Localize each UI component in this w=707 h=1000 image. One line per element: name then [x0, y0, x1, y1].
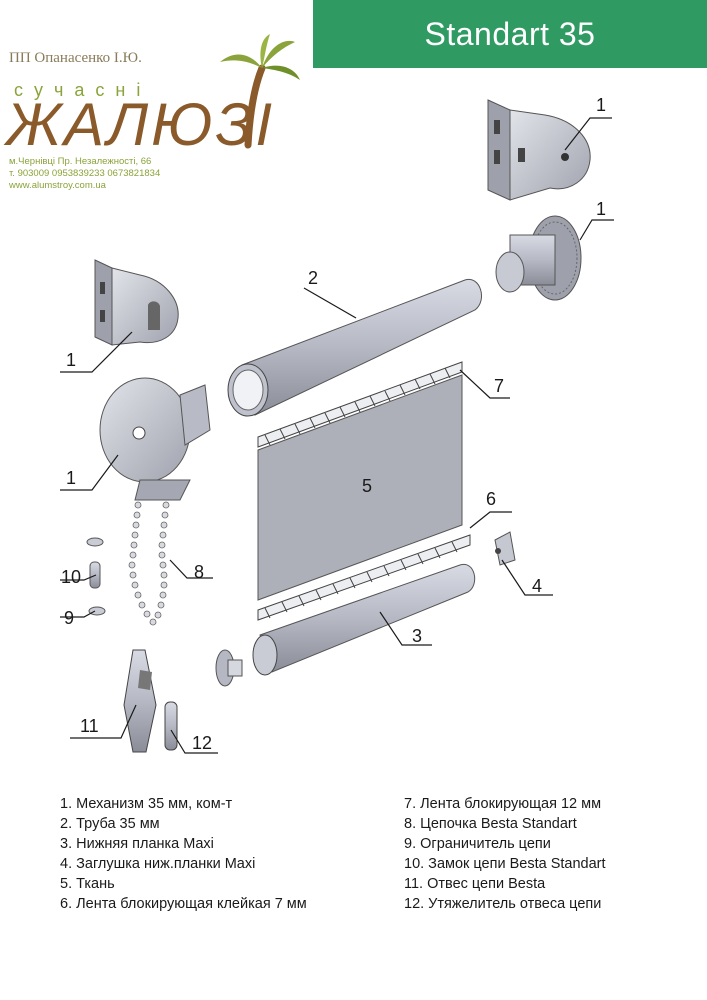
- callout-1-gear: 1: [596, 199, 606, 219]
- company-name: ПП Опанасенко І.Ю.: [9, 50, 142, 66]
- chain-weight: [123, 649, 157, 753]
- callout-4: 4: [532, 576, 542, 596]
- gear-end-cap: [495, 215, 582, 301]
- legend-item: 10. Замок цепи Besta Standart: [404, 856, 606, 872]
- callout-5: 5: [362, 476, 372, 496]
- callout-2: 2: [308, 268, 318, 288]
- title-banner: Standart 35: [313, 0, 707, 68]
- legend-right-column: 7. Лента блокирующая 12 мм 8. Цепочка Be…: [404, 794, 606, 914]
- page-title: Standart 35: [424, 16, 596, 52]
- fabric-panel: [257, 374, 463, 601]
- legend-item: 12. Утяжелитель отвеса цепи: [404, 896, 602, 912]
- bracket-top-right: [487, 99, 591, 201]
- legend-item: 8. Цепочка Besta Standart: [404, 816, 577, 832]
- callout-1-bracket-right: 1: [596, 95, 606, 115]
- roller-tube: [227, 278, 483, 417]
- callout-11: 11: [80, 716, 99, 736]
- rail-end-cap-left: [215, 649, 243, 687]
- legend-left-column: 1. Механизм 35 мм, ком-т 2. Труба 35 мм …: [60, 794, 307, 914]
- bottom-rail: [252, 563, 476, 676]
- legend-item: 6. Лента блокирующая клейкая 7 мм: [60, 896, 307, 912]
- legend-item: 7. Лента блокирующая 12 мм: [404, 796, 602, 812]
- callout-8: 8: [194, 562, 204, 582]
- callout-3: 3: [412, 626, 422, 646]
- callout-1-mechanism: 1: [66, 468, 76, 488]
- rail-end-cap: [494, 531, 516, 566]
- callout-9: 9: [64, 608, 74, 628]
- legend-item: 3. Нижняя планка Maxi: [60, 836, 214, 852]
- logo-tagline: сучасні: [14, 80, 152, 100]
- legend-item: 5. Ткань: [60, 876, 115, 892]
- callout-6: 6: [486, 489, 496, 509]
- callout-7: 7: [494, 376, 504, 396]
- chain-mechanism: [99, 377, 211, 501]
- callout-12: 12: [192, 733, 212, 753]
- legend-item: 11. Отвес цепи Besta: [404, 876, 546, 892]
- bead-chain: [128, 501, 170, 626]
- contact-website: www.alumstroy.com.ua: [9, 180, 106, 191]
- locking-tape-bottom: [257, 534, 471, 621]
- legend-item: 4. Заглушка ниж.планки Maxi: [60, 856, 256, 872]
- legend-item: 1. Механизм 35 мм, ком-т: [60, 796, 233, 812]
- bracket-left: [94, 259, 179, 346]
- contact-phones: т. 903009 0953839233 0673821834: [9, 168, 161, 179]
- callout-10: 10: [61, 567, 81, 587]
- chain-stopper-top: [86, 537, 104, 547]
- legend-item: 2. Труба 35 мм: [60, 816, 160, 832]
- callout-1-bracket-left: 1: [66, 350, 76, 370]
- chain-limiter: [88, 606, 106, 616]
- legend-item: 9. Ограничитель цепи: [404, 836, 551, 852]
- logo-word: ЖАЛЮЗІ: [6, 91, 276, 158]
- leader-lines: [60, 117, 614, 754]
- contact-address: м.Чернівці Пр. Незалежності, 66: [9, 156, 152, 167]
- weight-insert: [164, 701, 178, 751]
